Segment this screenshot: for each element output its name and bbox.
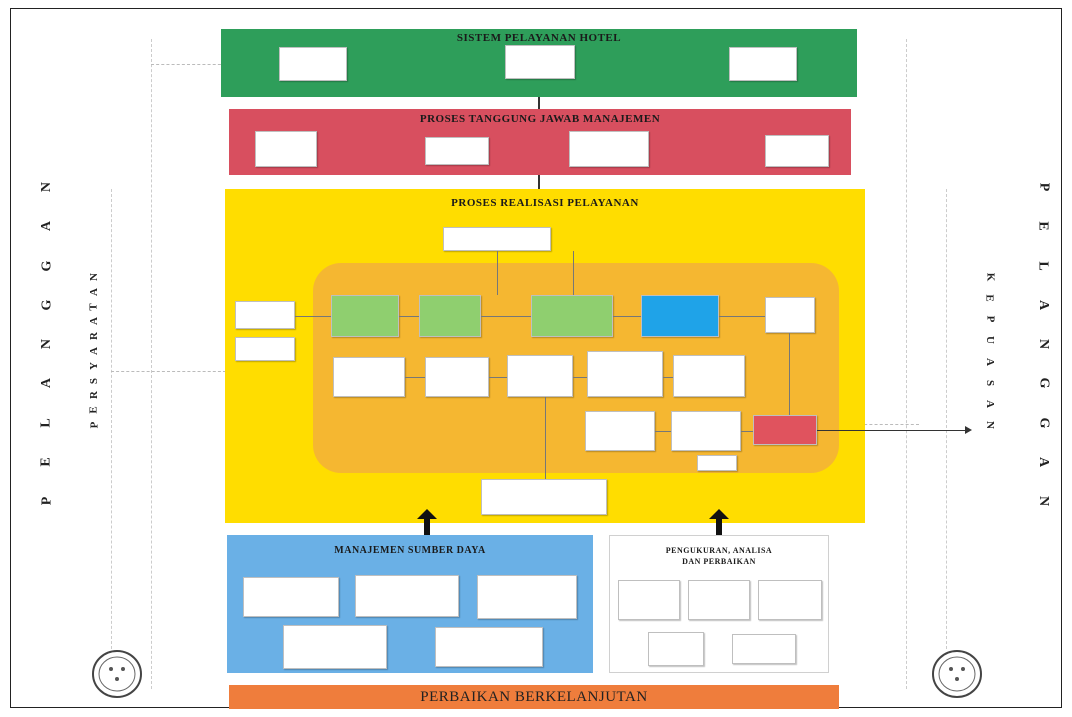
white-box-2 (688, 580, 750, 620)
process-box (419, 295, 481, 337)
process-box (585, 411, 655, 451)
white-box-1 (618, 580, 680, 620)
section-title: PROSES REALISASI PELAYANAN (451, 197, 639, 209)
red-box-3 (569, 131, 649, 167)
blue-box-2 (355, 575, 459, 617)
right-dashed-guide (906, 39, 907, 689)
red-box-1 (255, 131, 317, 167)
up-arrow-icon (709, 509, 729, 537)
connector-line (719, 316, 765, 317)
blue-box-4 (283, 625, 387, 669)
process-box (507, 355, 573, 397)
right-inner-label: K E P U A S A N (983, 272, 996, 429)
green-box-3 (729, 47, 797, 81)
left-dashed-guide-2 (111, 189, 112, 649)
process-box (531, 295, 613, 337)
process-box (587, 351, 663, 397)
process-box (331, 295, 399, 337)
connector-line (295, 316, 331, 317)
yellow-top-box (443, 227, 551, 251)
left-dashed-connector (151, 64, 226, 65)
white-box-5 (732, 634, 796, 664)
connector-line (497, 251, 498, 295)
right-seal-icon (931, 649, 983, 699)
process-box-small (697, 455, 737, 471)
connector-line (481, 316, 531, 317)
management-responsibility-section: PROSES TANGGUNG JAWAB MANAJEMEN (229, 109, 851, 175)
green-box-1 (279, 47, 347, 81)
section-subtitle: DAN PERBAIKAN (682, 557, 756, 566)
connector-line (399, 316, 419, 317)
white-box-4 (648, 632, 704, 666)
continuous-improvement-bar: PERBAIKAN BERKELANJUTAN (229, 685, 839, 709)
connector-line (545, 397, 546, 479)
blue-box-3 (477, 575, 577, 619)
hotel-service-system-section: SISTEM PELAYANAN HOTEL (221, 29, 857, 97)
right-dashed-connector (859, 424, 919, 425)
bar-title: PERBAIKAN BERKELANJUTAN (420, 688, 648, 705)
connector-line (655, 431, 671, 432)
connector-line (573, 377, 587, 378)
process-box (333, 357, 405, 397)
connector-line (613, 316, 641, 317)
connector-line (538, 175, 540, 189)
process-box (641, 295, 719, 337)
section-title: SISTEM PELAYANAN HOTEL (456, 32, 622, 44)
right-outer-label: P E L A N G G A N (1035, 182, 1051, 507)
diagram-frame: N A G G N A L E P N A T A R A Y S R E P … (10, 8, 1062, 709)
connector-line (489, 377, 507, 378)
left-outer-label: N A G G N A L E P (38, 181, 54, 506)
process-box (425, 357, 489, 397)
connector-line (573, 251, 574, 295)
connector-line (663, 377, 673, 378)
connector-line (405, 377, 425, 378)
left-dashed-guide (151, 39, 152, 689)
section-title: PENGUKURAN, ANALISA (665, 546, 773, 555)
connector-line (817, 430, 967, 431)
yellow-side-box-2 (235, 337, 295, 361)
red-box-2 (425, 137, 489, 165)
section-title: MANAJEMEN SUMBER DAYA (334, 545, 486, 556)
arrow-head-icon (965, 426, 972, 434)
white-box-3 (758, 580, 822, 620)
process-box (765, 297, 815, 333)
measurement-analysis-section: PENGUKURAN, ANALISA DAN PERBAIKAN (609, 535, 829, 673)
connector-line (789, 333, 790, 415)
left-dashed-connector-2 (111, 371, 226, 372)
service-realization-section: PROSES REALISASI PELAYANAN (225, 189, 865, 523)
yellow-side-box-1 (235, 301, 295, 329)
process-box (671, 411, 741, 451)
connector-line (741, 431, 753, 432)
green-box-2 (505, 45, 575, 79)
process-box-highlight (753, 415, 817, 445)
process-box (673, 355, 745, 397)
resource-management-section: MANAJEMEN SUMBER DAYA (227, 535, 593, 673)
left-seal-icon (91, 649, 143, 699)
left-inner-label: N A T A R A Y S R E P (87, 273, 100, 429)
yellow-bottom-box (481, 479, 607, 515)
up-arrow-icon (417, 509, 437, 537)
blue-box-5 (435, 627, 543, 667)
section-title: PROSES TANGGUNG JAWAB MANAJEMEN (419, 113, 661, 125)
blue-box-1 (243, 577, 339, 617)
connector-line (538, 97, 540, 109)
right-dashed-guide-2 (946, 189, 947, 649)
red-box-4 (765, 135, 829, 167)
